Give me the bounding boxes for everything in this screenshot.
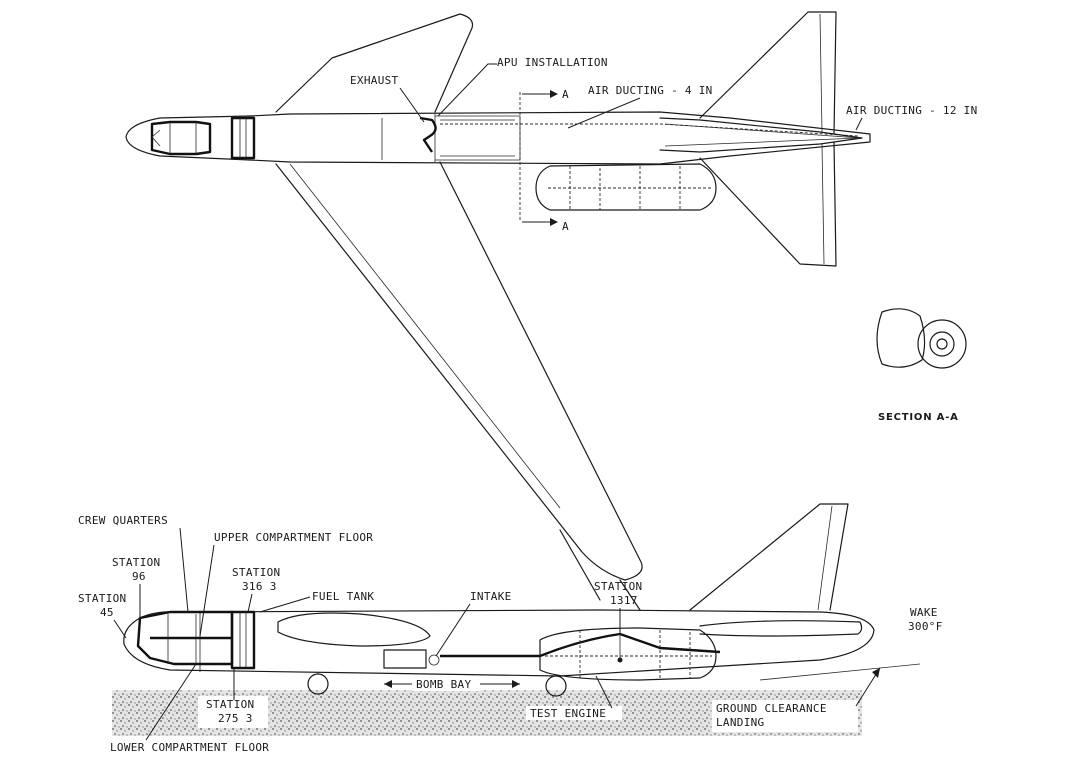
label-station-2753-a: STATION <box>206 698 254 711</box>
label-station-45-a: STATION <box>78 592 126 605</box>
plan-cockpit <box>150 120 212 156</box>
label-station-96-a: STATION <box>112 556 160 569</box>
label-lower-compartment-floor: LOWER COMPARTMENT FLOOR <box>110 741 269 754</box>
section-cut-marks <box>519 90 558 226</box>
label-wake-a: WAKE <box>910 606 938 619</box>
side-wing-crossing <box>559 529 641 611</box>
label-test-engine: TEST ENGINE <box>530 707 606 720</box>
label-section-a-top: A <box>562 88 569 101</box>
plan-bulkhead <box>230 116 256 160</box>
label-fuel-tank: FUEL TANK <box>312 590 374 603</box>
label-crew-quarters: CREW QUARTERS <box>78 514 168 527</box>
side-nacelle <box>539 627 717 681</box>
plan-fuselage <box>249 111 871 165</box>
side-fuel-tank <box>277 612 431 647</box>
label-exhaust: EXHAUST <box>350 74 399 87</box>
section-aa-fuselage <box>876 308 926 368</box>
plan-apu <box>419 116 437 153</box>
side-vertical-tail <box>689 503 849 611</box>
side-crew-quarters <box>136 610 234 666</box>
side-horizontal-tail <box>699 620 863 637</box>
plan-nose <box>125 115 251 161</box>
label-station-45-b: 45 <box>100 606 114 619</box>
side-bay-box <box>383 649 427 669</box>
label-intake: INTAKE <box>470 590 512 603</box>
label-section-a-bottom: A <box>562 220 569 233</box>
section-aa-nacelle <box>917 319 967 369</box>
label-ground-clearance-b: LANDING <box>716 716 764 729</box>
label-apu-installation: APU INSTALLATION <box>497 56 608 69</box>
plan-htail-upper <box>699 11 837 135</box>
plan-nacelle <box>535 163 717 211</box>
plan-view <box>125 11 871 581</box>
label-station-2753-b: 275 3 <box>218 712 253 725</box>
plan-wing-lower <box>275 161 643 581</box>
side-bulkhead <box>230 610 256 670</box>
label-station-1317-a: STATION <box>594 580 642 593</box>
label-station-3163-a: STATION <box>232 566 280 579</box>
section-aa-drawing <box>876 308 967 369</box>
label-air-ducting-12: AIR DUCTING - 12 IN <box>846 104 978 117</box>
label-air-ducting-4: AIR DUCTING - 4 IN <box>588 84 713 97</box>
label-upper-compartment-floor: UPPER COMPARTMENT FLOOR <box>214 531 373 544</box>
label-wake-b: 300°F <box>908 620 943 633</box>
side-fuselage <box>123 609 875 677</box>
label-bomb-bay: BOMB BAY <box>416 678 471 691</box>
plan-wing-upper <box>275 13 474 113</box>
plan-duct-12in <box>659 117 863 153</box>
label-station-1317-b: 1317 <box>610 594 638 607</box>
plan-htail-lower <box>699 141 837 267</box>
label-station-3163-b: 316 3 <box>242 580 277 593</box>
label-station-96-b: 96 <box>132 570 146 583</box>
label-ground-clearance-a: GROUND CLEARANCE <box>716 702 827 715</box>
label-section-aa: SECTION A-A <box>878 412 959 423</box>
